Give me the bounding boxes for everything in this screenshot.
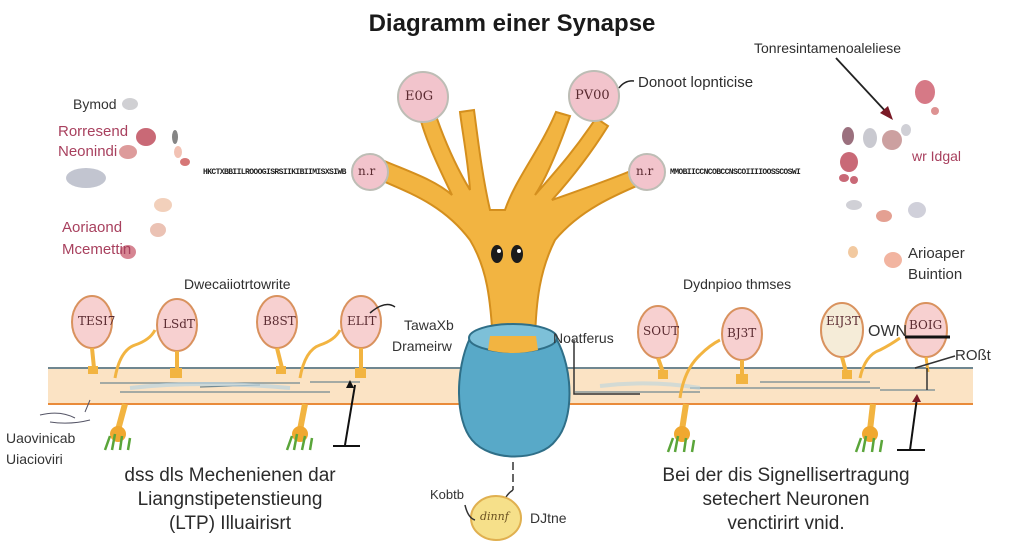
left-caption-line: (LTP) Illuairisrt [168, 513, 292, 534]
left-cluster-label2-line2: Mcemettin [62, 241, 132, 258]
right-panel-label-own: OWN [868, 323, 908, 340]
garbled-label-left: HKCTXBBIILROOOGISRSIIKIBIIMISXSIWB [203, 168, 346, 177]
left-panel-side-label-line1: TawaXb [404, 317, 454, 333]
left-panel-heading: Dwecaiiotrtowrite [184, 276, 291, 292]
left-cluster-label2-line1: Aoriaond [62, 219, 123, 236]
left-cluster-label1-line1: Rorresend [58, 123, 129, 140]
neuron-dendrite-tree [368, 102, 648, 341]
terminal-label-top-left: E0G [405, 89, 434, 104]
vesicle-label: BOIG [909, 318, 943, 332]
bottom-center-left-label: Kobtb [430, 487, 464, 502]
dendrite-terminal-top-right [568, 70, 635, 122]
dendrite-terminal-side-left [351, 153, 389, 191]
bottom-center-circle [464, 495, 522, 541]
label-top-right: Tonresintamenoaleliese [754, 40, 902, 56]
terminal-label-top-right: PV00 [575, 88, 610, 103]
vesicle-r1 [637, 305, 721, 399]
vesicle-label: SOUT [643, 324, 680, 338]
left-panel-side-label-line2: Drameirw [392, 338, 452, 354]
dendrite-terminal-side-right [628, 153, 666, 191]
vesicle-label: EIJ3T [826, 314, 860, 328]
vesicle-r4 [904, 302, 956, 390]
right-caption-line: Bei der dis Signellisertragung [662, 465, 910, 486]
vesicle-label: BJ3T [727, 326, 757, 340]
bottom-center-circle-label: dinnf [480, 510, 509, 523]
vesicle-label: B8ST [263, 314, 296, 328]
vesicle-3 [256, 295, 342, 379]
right-caption: Bei der dis Signellisertragung setechert… [636, 464, 936, 536]
vesicle-2 [113, 298, 198, 379]
left-caption: dss dls Mechenienen dar Liangnstipetenst… [100, 464, 360, 536]
left-cluster-label1-line2: Neonindi [58, 143, 118, 160]
terminal-label-side-right: n.r [636, 164, 654, 178]
vesicle-r3 [820, 302, 901, 379]
vesicle-4 [340, 295, 396, 378]
label-dendrite-callout: Donoot lopnticise [638, 74, 754, 91]
diagram-title: Diagramm einer Synapse [368, 10, 656, 37]
right-panel-heading: Dydnpioo thmses [683, 276, 792, 292]
garbled-label-right: MMOBIICCNCOBCCNSCOIIIIOOSSCOSWI [670, 168, 801, 177]
dendrite-terminal-top-left [397, 71, 449, 123]
left-caption-line: Liangnstipetenstieung [137, 489, 323, 510]
right-panel-side-label: Noatferus [553, 330, 614, 346]
bottom-center-right-label: DJtne [530, 510, 567, 526]
right-receptor-vesicles [573, 302, 956, 453]
annotation-arrow [835, 57, 893, 120]
right-caption-line: venctirirt vnid. [727, 513, 845, 534]
vesicle-1 [71, 295, 113, 374]
vesicle-r2 [721, 307, 763, 384]
watercolor-blobs-left [66, 98, 190, 259]
left-cluster-heading: Bymod [73, 96, 117, 112]
vesicle-label: TESI7 [78, 314, 116, 328]
left-caption-line: dss dls Mechenienen dar [124, 465, 336, 486]
watercolor-blobs-right [839, 80, 939, 268]
vesicle-label: LSdT [163, 317, 195, 331]
postsynaptic-bulb [458, 323, 571, 506]
right-cluster-label-line1: Arioaper [908, 245, 965, 262]
vesicle-label: ELIT [347, 314, 377, 328]
left-panel-bottom-label-line1: Uaovinicab [6, 430, 76, 446]
right-caption-line: setechert Neuronen [702, 489, 870, 510]
left-receptor-vesicles [39, 295, 396, 451]
right-cluster-label-line2: Buintion [908, 266, 963, 283]
right-panel-label-rot: ROßt [955, 347, 991, 364]
right-cluster-pink-label: wr Idgal [912, 148, 962, 164]
terminal-label-side-left: n.r [358, 164, 376, 178]
left-panel-bottom-label-line2: Uiacioviri [6, 451, 63, 467]
